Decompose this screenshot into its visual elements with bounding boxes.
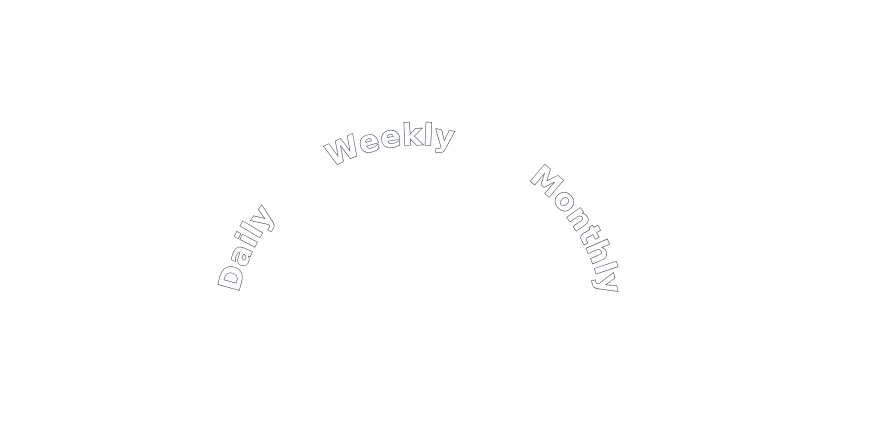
- arc-label-weekly-text: Weekly: [320, 117, 457, 174]
- arc-label-monthly[interactable]: Monthly: [523, 158, 629, 298]
- arc-label-daily-text: Daily: [212, 198, 282, 296]
- arc-label-daily[interactable]: Daily: [212, 198, 282, 296]
- arc-label-weekly[interactable]: Weekly: [320, 117, 457, 174]
- arc-label-group: Daily Weekly Monthly: [212, 117, 629, 298]
- arc-label-monthly-text: Monthly: [523, 158, 629, 298]
